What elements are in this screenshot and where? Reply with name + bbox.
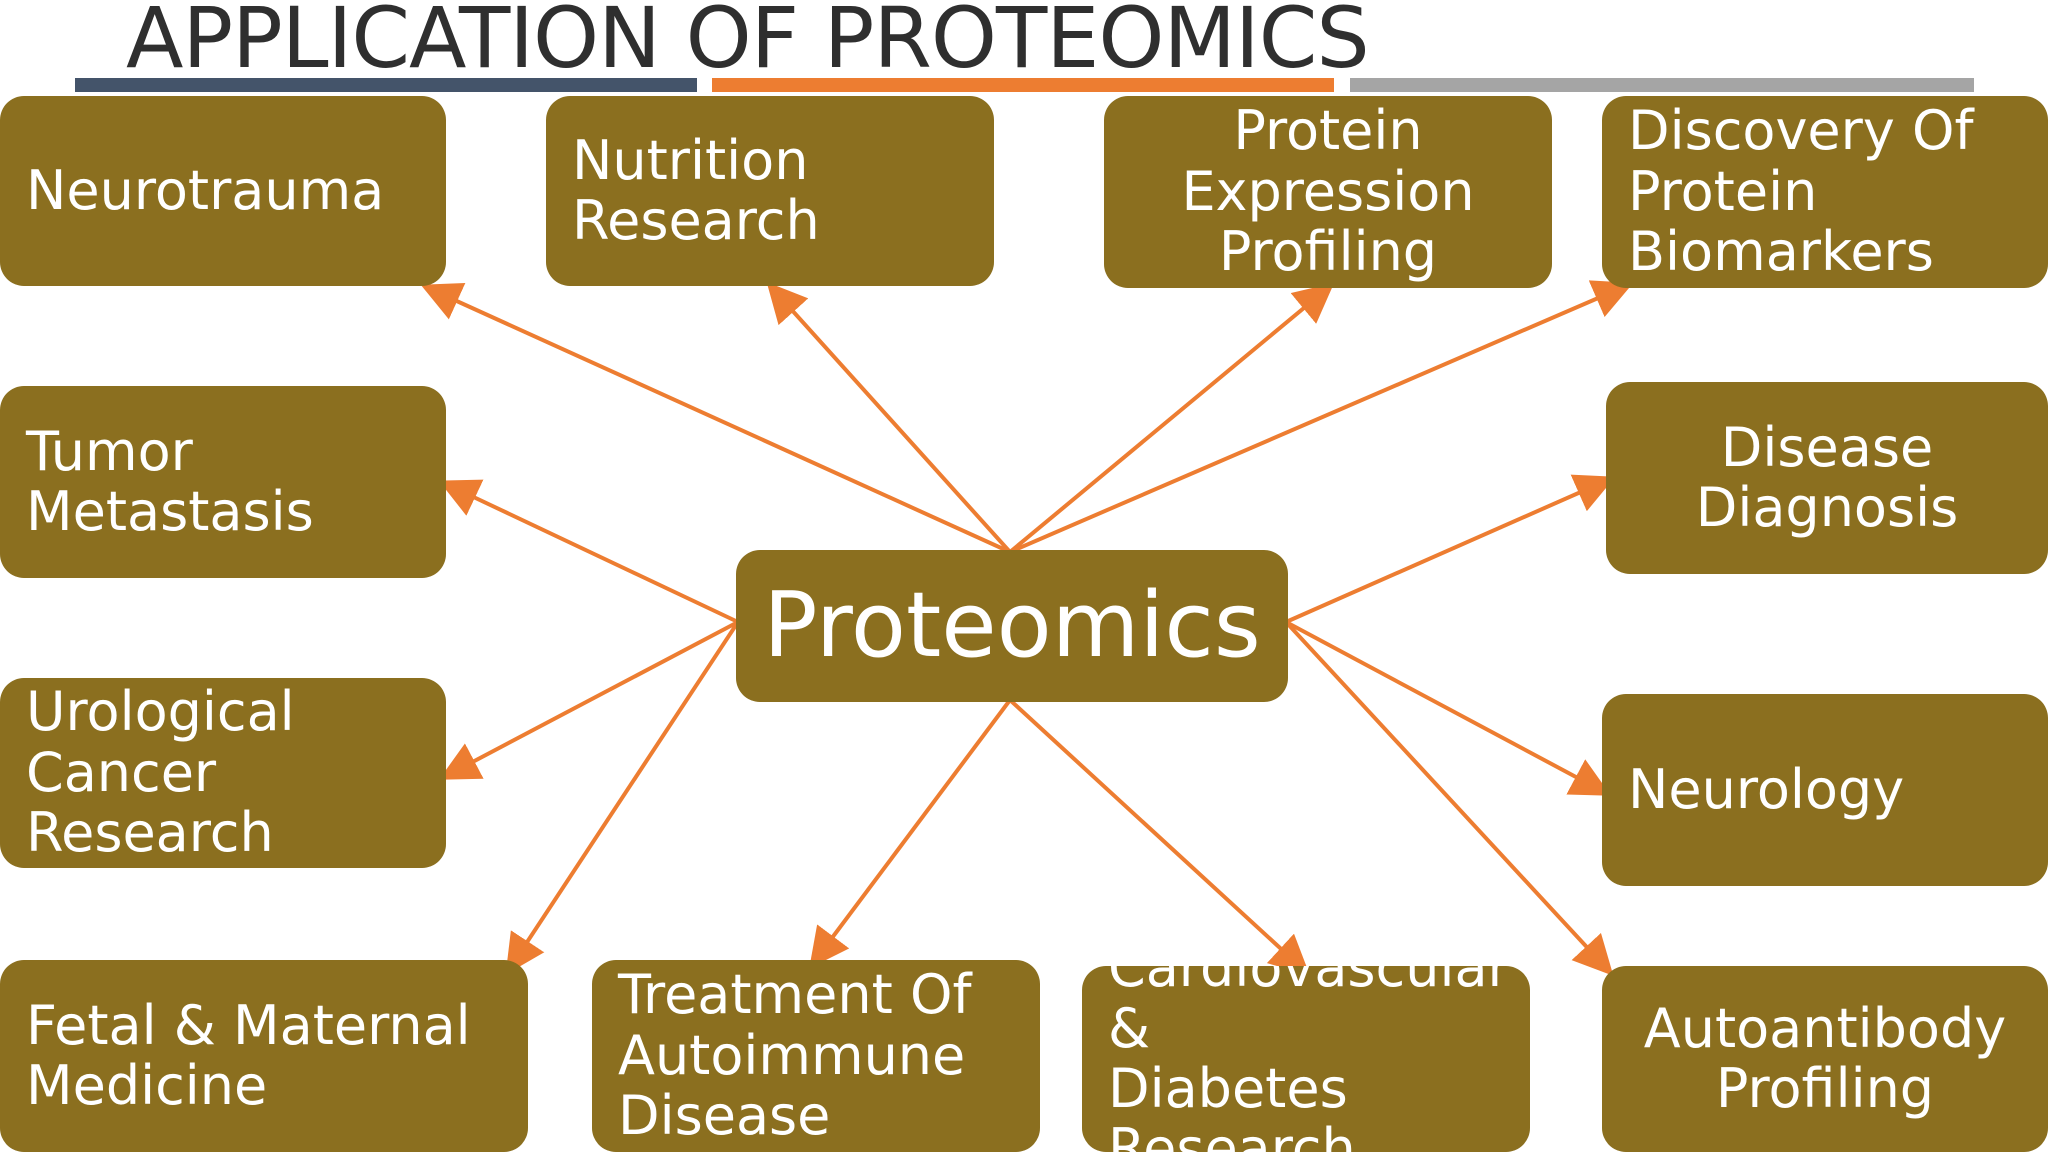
connector-autoimmune: [809, 698, 1012, 969]
hub-node: Proteomics: [736, 550, 1288, 702]
title-underline-dark: [75, 78, 697, 92]
node-protein-biomarkers-label: Discovery Of Protein Biomarkers: [1628, 99, 1974, 284]
node-neurotrauma: Neurotrauma: [0, 96, 446, 286]
node-autoantibody-profiling-label: Autoantibody Profiling: [1643, 996, 2007, 1120]
node-fetal-maternal-medicine: Fetal & Maternal Medicine: [0, 960, 528, 1152]
page-title: APPLICATION OF PROTEOMICS: [126, 0, 1370, 87]
node-disease-diagnosis: Disease Diagnosis: [1606, 382, 2048, 574]
connector-nutrition: [766, 282, 1012, 554]
connector-autoantibody: [1284, 620, 1614, 976]
connector-neurology: [1285, 620, 1612, 796]
connector-fetal: [505, 620, 740, 975]
node-fetal-maternal-medicine-label: Fetal & Maternal Medicine: [26, 993, 471, 1117]
node-disease-diagnosis-label: Disease Diagnosis: [1695, 415, 1959, 539]
title-underline-gray: [1350, 78, 1974, 92]
title-underline-orange: [712, 78, 1334, 92]
node-tumor-metastasis: Tumor Metastasis: [0, 386, 446, 578]
node-protein-expression-profiling: Protein Expression Profiling: [1104, 96, 1552, 288]
connector-neurotrauma: [420, 283, 1011, 554]
node-urological-cancer-research-label: Urological Cancer Research: [26, 680, 295, 865]
node-cardiovascular-diabetes-research: Cardiovascular & Diabetes Research: [1082, 966, 1530, 1152]
node-autoantibody-profiling: Autoantibody Profiling: [1602, 966, 2048, 1152]
connector-cardio: [1008, 698, 1310, 976]
connector-urological: [438, 620, 739, 780]
node-treatment-autoimmune-disease: Treatment Of Autoimmune Disease: [592, 960, 1040, 1152]
node-nutrition-research: Nutrition Research: [546, 96, 994, 286]
node-protein-biomarkers: Discovery Of Protein Biomarkers: [1602, 96, 2048, 288]
hub-node-label: Proteomics: [763, 572, 1261, 678]
node-neurology: Neurology: [1602, 694, 2048, 886]
node-nutrition-research-label: Nutrition Research: [572, 128, 820, 252]
node-protein-expression-profiling-label: Protein Expression Profiling: [1181, 99, 1475, 284]
connector-biomarkers: [1009, 280, 1634, 554]
node-cardiovascular-diabetes-research-label: Cardiovascular & Diabetes Research: [1108, 966, 1510, 1152]
connector-tumor: [438, 479, 739, 624]
node-tumor-metastasis-label: Tumor Metastasis: [26, 419, 314, 543]
node-urological-cancer-research: Urological Cancer Research: [0, 678, 446, 868]
node-neurology-label: Neurology: [1628, 757, 1905, 821]
node-neurotrauma-label: Neurotrauma: [26, 158, 385, 222]
connector-protein-expression: [1008, 282, 1335, 554]
connector-disease-diagnosis: [1285, 474, 1616, 624]
node-treatment-autoimmune-disease-label: Treatment Of Autoimmune Disease: [618, 963, 972, 1148]
